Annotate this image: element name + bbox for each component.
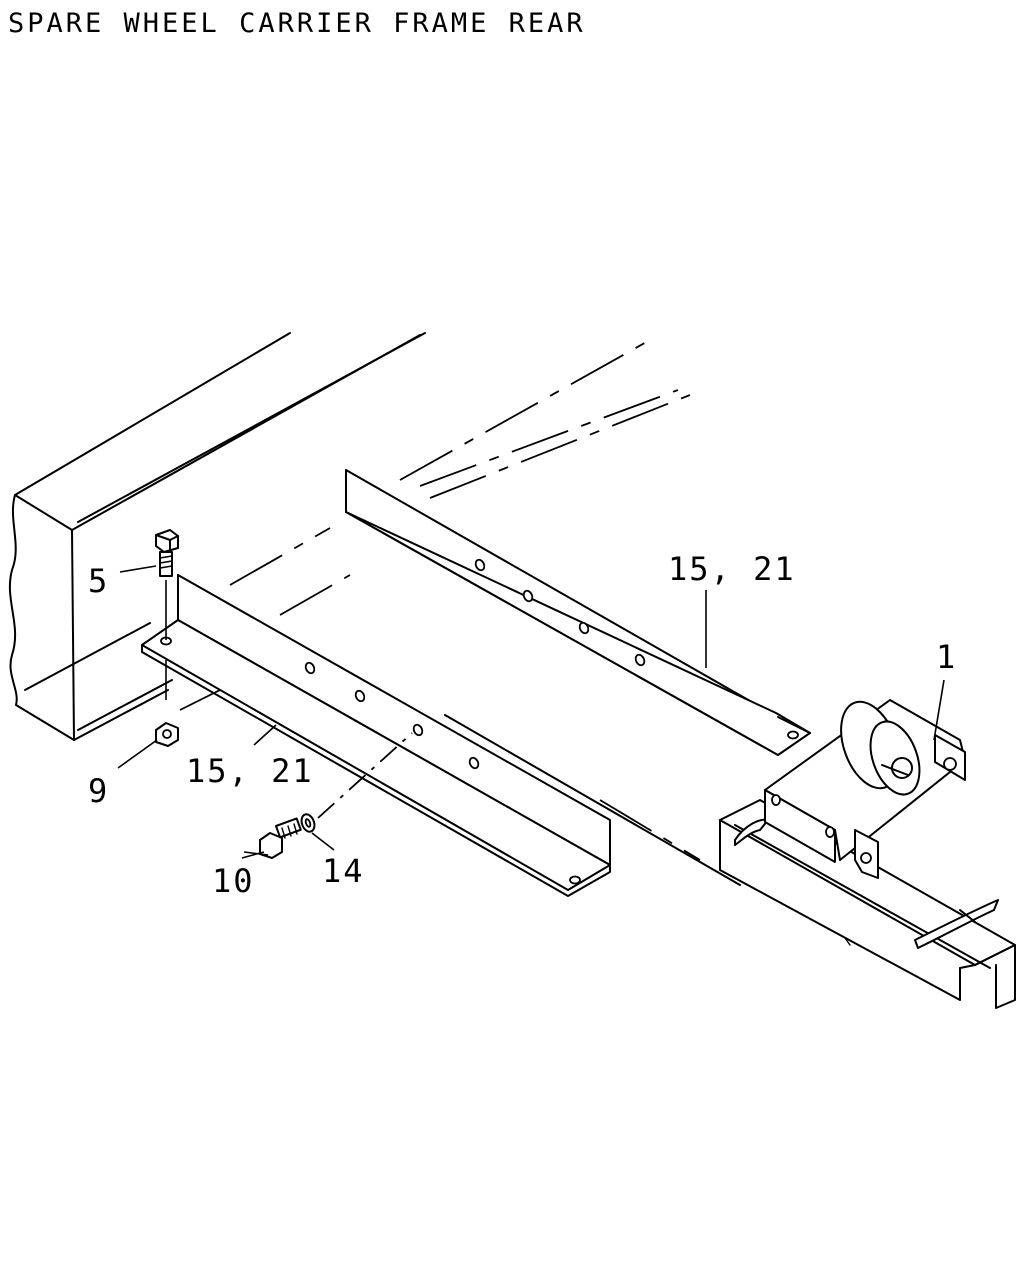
bolt-5 [155,529,179,700]
vehicle-frame-rail [8,332,741,886]
lower-angle-bracket [141,574,611,897]
winch-assembly [764,699,966,879]
callout-15-21-lower: 15, 21 [186,752,314,790]
carrier-crossmember [719,799,1016,1009]
callout-10: 10 [212,862,255,900]
callout-9: 9 [88,772,109,810]
callout-1: 1 [936,638,957,676]
nut-9 [155,722,179,747]
callout-15-21-upper: 15, 21 [668,550,796,588]
callout-leaders [117,565,945,859]
upper-angle-bracket [345,469,811,756]
callout-5: 5 [88,562,109,600]
diagram-title: SPARE WHEEL CARRIER FRAME REAR [8,8,586,39]
washer-14 [300,732,413,833]
callout-14: 14 [322,852,365,890]
bolt-10 [259,817,302,859]
